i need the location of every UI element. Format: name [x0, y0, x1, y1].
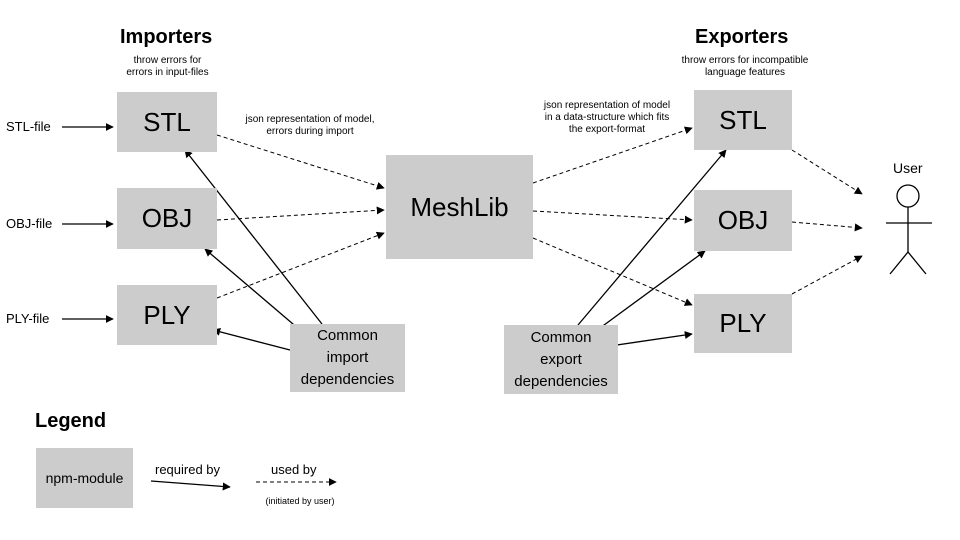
obj-importer-box: OBJ: [117, 188, 217, 249]
meshlib-to-stl-exporter-arrow: [532, 126, 693, 184]
import-deps-line-2: dependencies: [300, 371, 395, 388]
importers-heading: Importers: [120, 26, 213, 48]
legend-required-by-label: required by: [155, 462, 221, 477]
obj-exporter-box: OBJ: [694, 190, 792, 251]
stl-file-label: STL-file: [6, 119, 51, 134]
legend-required-by-arrow: [150, 480, 231, 491]
meshlib-box: MeshLib: [386, 155, 533, 259]
export-flow-note: json representation of model in a data-s…: [522, 100, 692, 136]
common-import-dependencies-box: Common import dependencies: [290, 324, 405, 392]
legend-npm-module-box: npm-module: [36, 448, 133, 508]
ply-file-label: PLY-file: [6, 311, 50, 326]
export-flow-note-line-1: json representation of model: [543, 100, 671, 111]
import-deps-to-stl-arrow: [184, 149, 323, 325]
stl-exporter-box: STL: [694, 90, 792, 150]
ply-importer-to-meshlib-arrow: [216, 231, 385, 299]
ply-exporter-to-user-arrow: [791, 255, 863, 295]
exporters-heading: Exporters: [695, 26, 789, 48]
import-flow-note: json representation of model, errors dur…: [230, 114, 390, 138]
export-flow-note-line-3: the export-format: [568, 124, 646, 135]
export-deps-to-ply-arrow: [609, 331, 693, 347]
export-deps-to-obj-arrow: [599, 250, 706, 329]
legend-used-by-label: used by: [271, 462, 317, 477]
export-flow-note-line-2: in a data-structure which fits: [544, 112, 670, 123]
ply-importer-box: PLY: [117, 285, 217, 345]
import-deps-to-obj-arrow: [204, 248, 301, 331]
ply-exporter-box: PLY: [694, 294, 792, 353]
stl-importer-box: STL: [117, 92, 217, 152]
import-deps-to-ply-arrow: [212, 327, 291, 351]
legend-used-by-note: (initiated by user): [265, 496, 335, 506]
export-deps-to-stl-arrow: [577, 149, 727, 326]
meshlib-to-obj-exporter-arrow: [532, 210, 693, 224]
stl-exporter-to-user-arrow: [791, 149, 863, 195]
user-actor-icon: [886, 184, 932, 275]
import-flow-note-line-1: json representation of model,: [245, 114, 375, 125]
obj-file-label: OBJ-file: [6, 216, 53, 231]
import-flow-note-line-2: errors during import: [266, 126, 354, 137]
user-label: User: [893, 160, 923, 176]
importers-note-line-1: throw errors for: [133, 55, 202, 66]
export-deps-line-2: dependencies: [514, 372, 608, 390]
stl-importer-to-meshlib-arrow: [216, 134, 385, 190]
export-deps-line-1: Common export: [530, 328, 592, 368]
exporters-note-line-1: throw errors for incompatible: [681, 55, 809, 66]
meshlib-to-ply-exporter-arrow: [532, 237, 693, 306]
exporters-note: throw errors for incompatible language f…: [660, 55, 830, 79]
importers-note: throw errors for errors in input-files: [105, 55, 230, 79]
legend-heading: Legend: [35, 410, 107, 432]
obj-exporter-to-user-arrow: [791, 221, 863, 232]
common-export-dependencies-box: Common export dependencies: [504, 325, 618, 394]
importers-note-line-2: errors in input-files: [126, 67, 209, 78]
obj-importer-to-meshlib-arrow: [216, 206, 385, 221]
exporters-note-line-2: language features: [704, 67, 786, 78]
import-deps-line-1: Common import: [317, 327, 378, 366]
